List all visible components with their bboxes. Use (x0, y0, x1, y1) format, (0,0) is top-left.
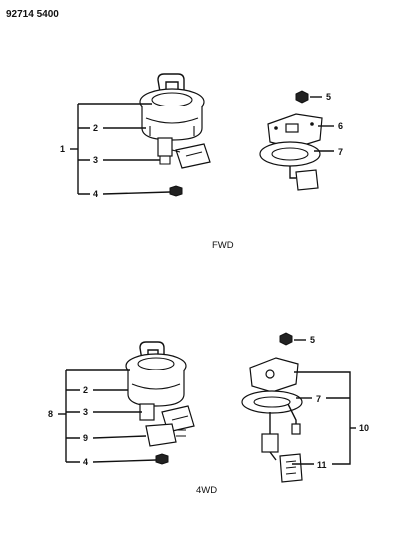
fwd-callout-7: 7 (338, 147, 343, 157)
awd-pump-body (127, 370, 185, 407)
fwd-callout-1: 1 (60, 144, 65, 154)
fwd-callout-5: 5 (326, 92, 331, 102)
fwd-pump-pipe (157, 73, 185, 100)
fwd-gasket (259, 141, 321, 167)
awd-pump-pipe (139, 341, 165, 362)
awd-callout-4: 4 (83, 457, 88, 467)
awd-callout-9: 9 (83, 433, 88, 443)
awd-fuel-pump-assembly (125, 341, 195, 465)
awd-left-leader-lines (58, 369, 157, 463)
awd-callout-11: 11 (317, 460, 327, 470)
diagram-number: 92714 5400 (6, 9, 59, 20)
section-label-4wd: 4WD (196, 485, 217, 496)
fwd-pump-connector (175, 143, 211, 169)
awd-callout-2: 2 (83, 385, 88, 395)
fwd-leader-lines (70, 103, 171, 195)
awd-callout-10: 10 (359, 423, 369, 433)
fwd-callout-6: 6 (338, 121, 343, 131)
awd-float (261, 433, 279, 453)
awd-gasket (241, 390, 303, 414)
awd-callout-8: 8 (48, 409, 53, 419)
fwd-nut-part-4 (169, 185, 183, 197)
awd-callout-7: 7 (316, 394, 321, 404)
fwd-sender-assembly (259, 90, 323, 191)
fwd-callout-4: 4 (93, 189, 98, 199)
awd-callout-3: 3 (83, 407, 88, 417)
awd-callout-5: 5 (310, 335, 315, 345)
awd-sender-assembly (241, 332, 303, 483)
section-label-fwd: FWD (212, 240, 234, 251)
fwd-sender-connector (295, 169, 319, 191)
awd-nut-part-5 (279, 332, 293, 346)
fwd-callout-3: 3 (93, 155, 98, 165)
fwd-pump-motor (157, 137, 173, 157)
awd-resistor-part-9 (145, 423, 177, 447)
awd-pump-motor (139, 403, 155, 421)
fwd-nut-part-5 (295, 90, 309, 104)
fwd-callout-2: 2 (93, 123, 98, 133)
fwd-fuel-pump-assembly (139, 73, 211, 197)
awd-nut-part-4 (155, 453, 169, 465)
